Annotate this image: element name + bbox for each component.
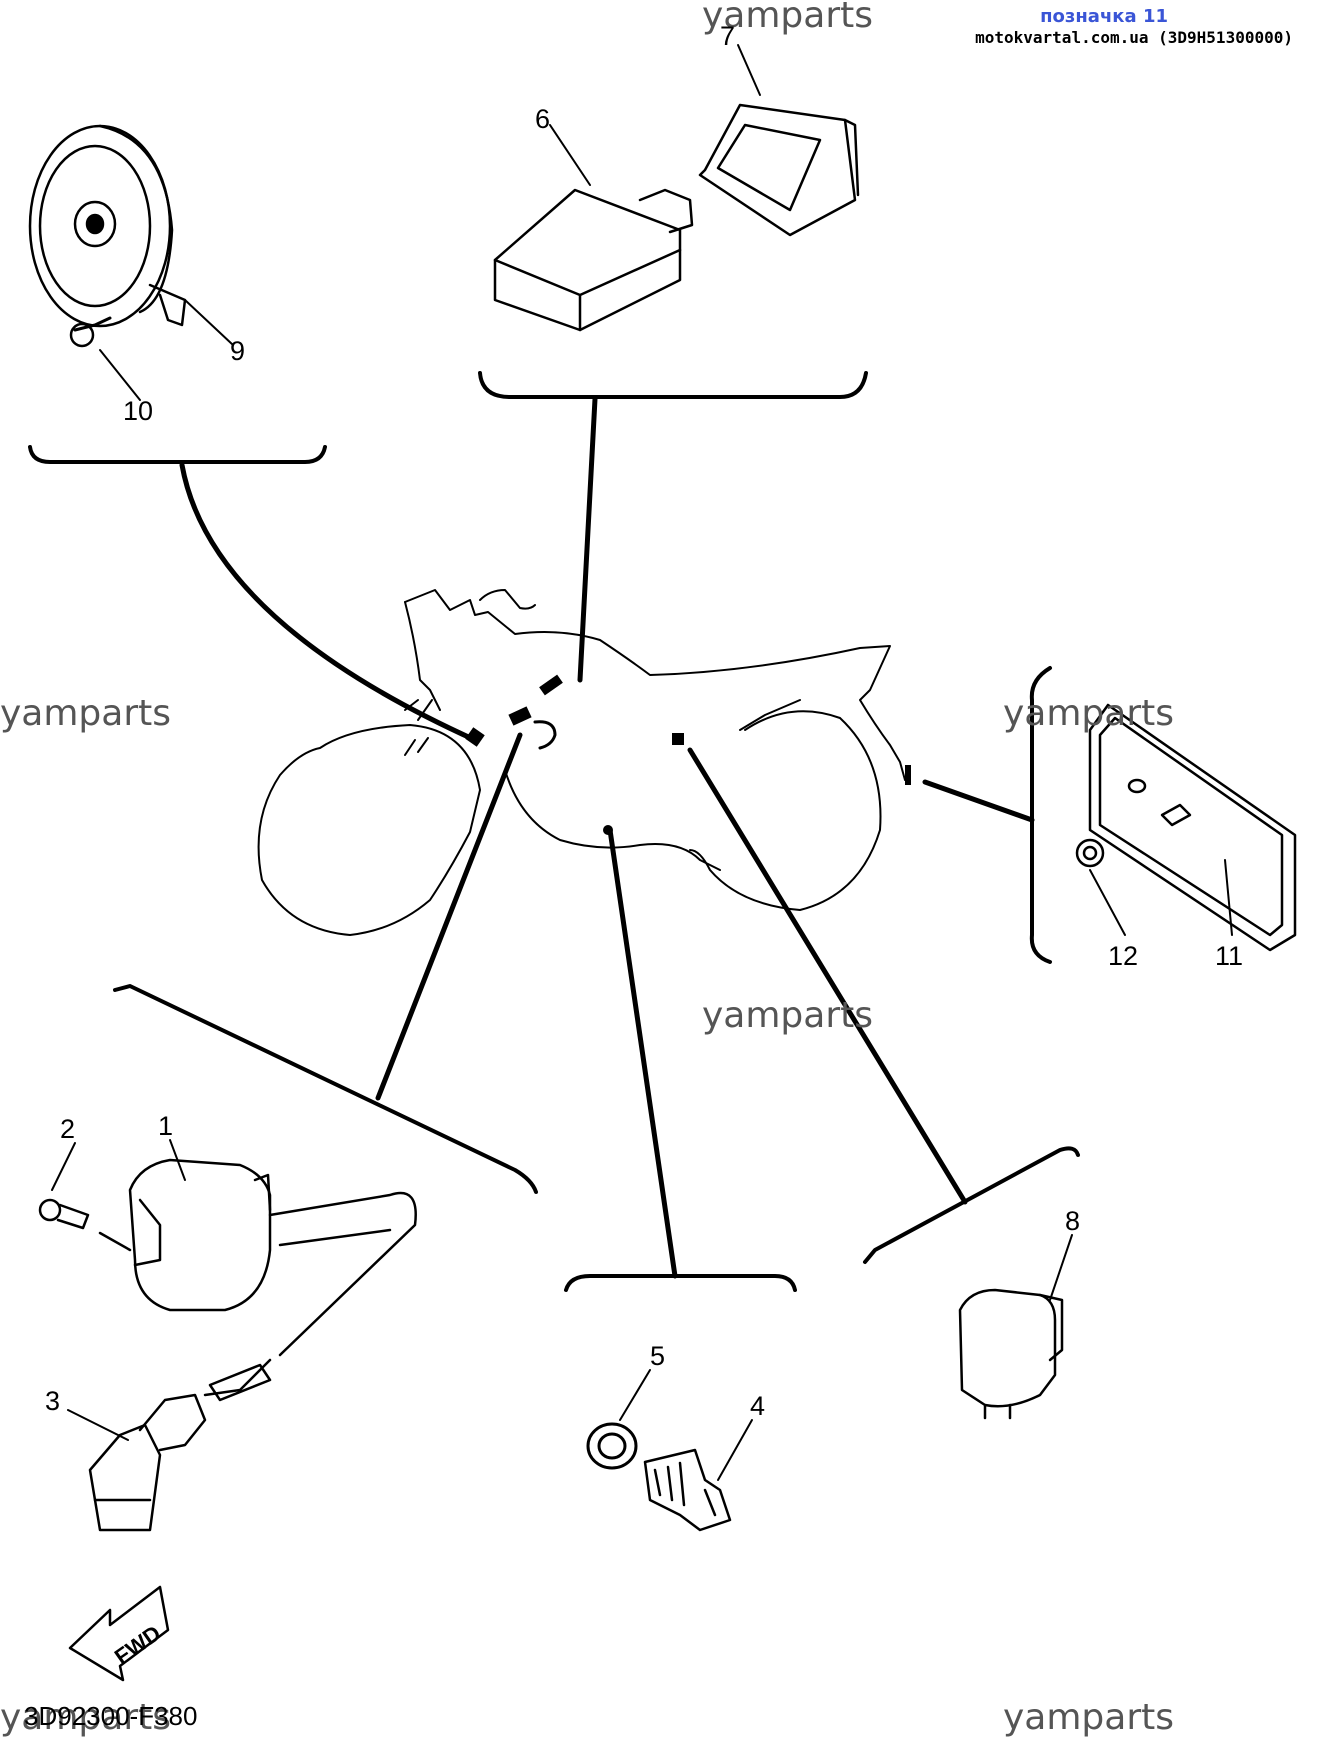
part-label-6: 6 [535, 104, 550, 134]
watermark-text: yamparts [702, 995, 873, 1036]
watermark-text: yamparts [702, 0, 873, 36]
relay-part [958, 1288, 1064, 1420]
callout-leaders [51, 44, 1233, 1481]
watermark-text: yamparts [1003, 693, 1174, 734]
marker-cdi [539, 674, 563, 696]
bracket-cdi [478, 371, 868, 399]
marker-coil [508, 706, 532, 726]
bracket-ignition [113, 984, 538, 1194]
plate-light-part [1075, 703, 1297, 952]
ignition-coil-part [128, 1158, 417, 1397]
bracket-relay [863, 1146, 1080, 1264]
cdi-unit-part [493, 188, 694, 332]
leader-relay [687, 747, 968, 1205]
page-subtitle: motokvartal.com.ua (3D9H51300000) [975, 28, 1293, 47]
part-label-7: 7 [720, 21, 735, 51]
part-label-1: 1 [158, 1111, 173, 1141]
drawing-code: 3D92300-F380 [24, 1701, 198, 1731]
part-label-11: 11 [1215, 941, 1243, 971]
cdi-cover-part [698, 103, 860, 237]
watermark-text: yamparts [1003, 1697, 1174, 1738]
leader-cdi [577, 396, 598, 683]
leader-plate [922, 779, 1035, 823]
watermark-text: yamparts [0, 693, 171, 734]
fwd-arrow-icon [68, 1585, 170, 1682]
leader-ignition [375, 732, 523, 1101]
leader-neutral [607, 827, 678, 1279]
watermark-text: yamparts [0, 1697, 171, 1738]
marker-plate [905, 765, 911, 785]
part-label-8: 8 [1065, 1206, 1080, 1236]
page-title-link[interactable]: позначка 11 [1040, 6, 1168, 27]
marker-horn [465, 727, 485, 747]
part-label-5: 5 [650, 1341, 665, 1371]
marker-relay [672, 733, 684, 745]
part-label-2: 2 [60, 1114, 75, 1144]
gasket-part [586, 1422, 638, 1470]
neutral-switch-part [643, 1448, 732, 1532]
horn-part [28, 124, 187, 348]
bolt-part [38, 1198, 132, 1252]
part-label-3: 3 [45, 1386, 60, 1416]
part-label-12: 12 [1108, 941, 1138, 971]
part-label-4: 4 [750, 1391, 765, 1421]
leader-horn [179, 462, 478, 743]
bracket-neutral [564, 1274, 797, 1292]
part-label-10: 10 [123, 396, 153, 426]
marker-neutral [603, 825, 613, 835]
motorcycle-outline [257, 589, 906, 936]
fwd-label: FWD [110, 1620, 165, 1669]
part-label-9: 9 [230, 336, 245, 366]
plug-cap-part [88, 1363, 272, 1532]
bracket-horn [28, 445, 327, 464]
